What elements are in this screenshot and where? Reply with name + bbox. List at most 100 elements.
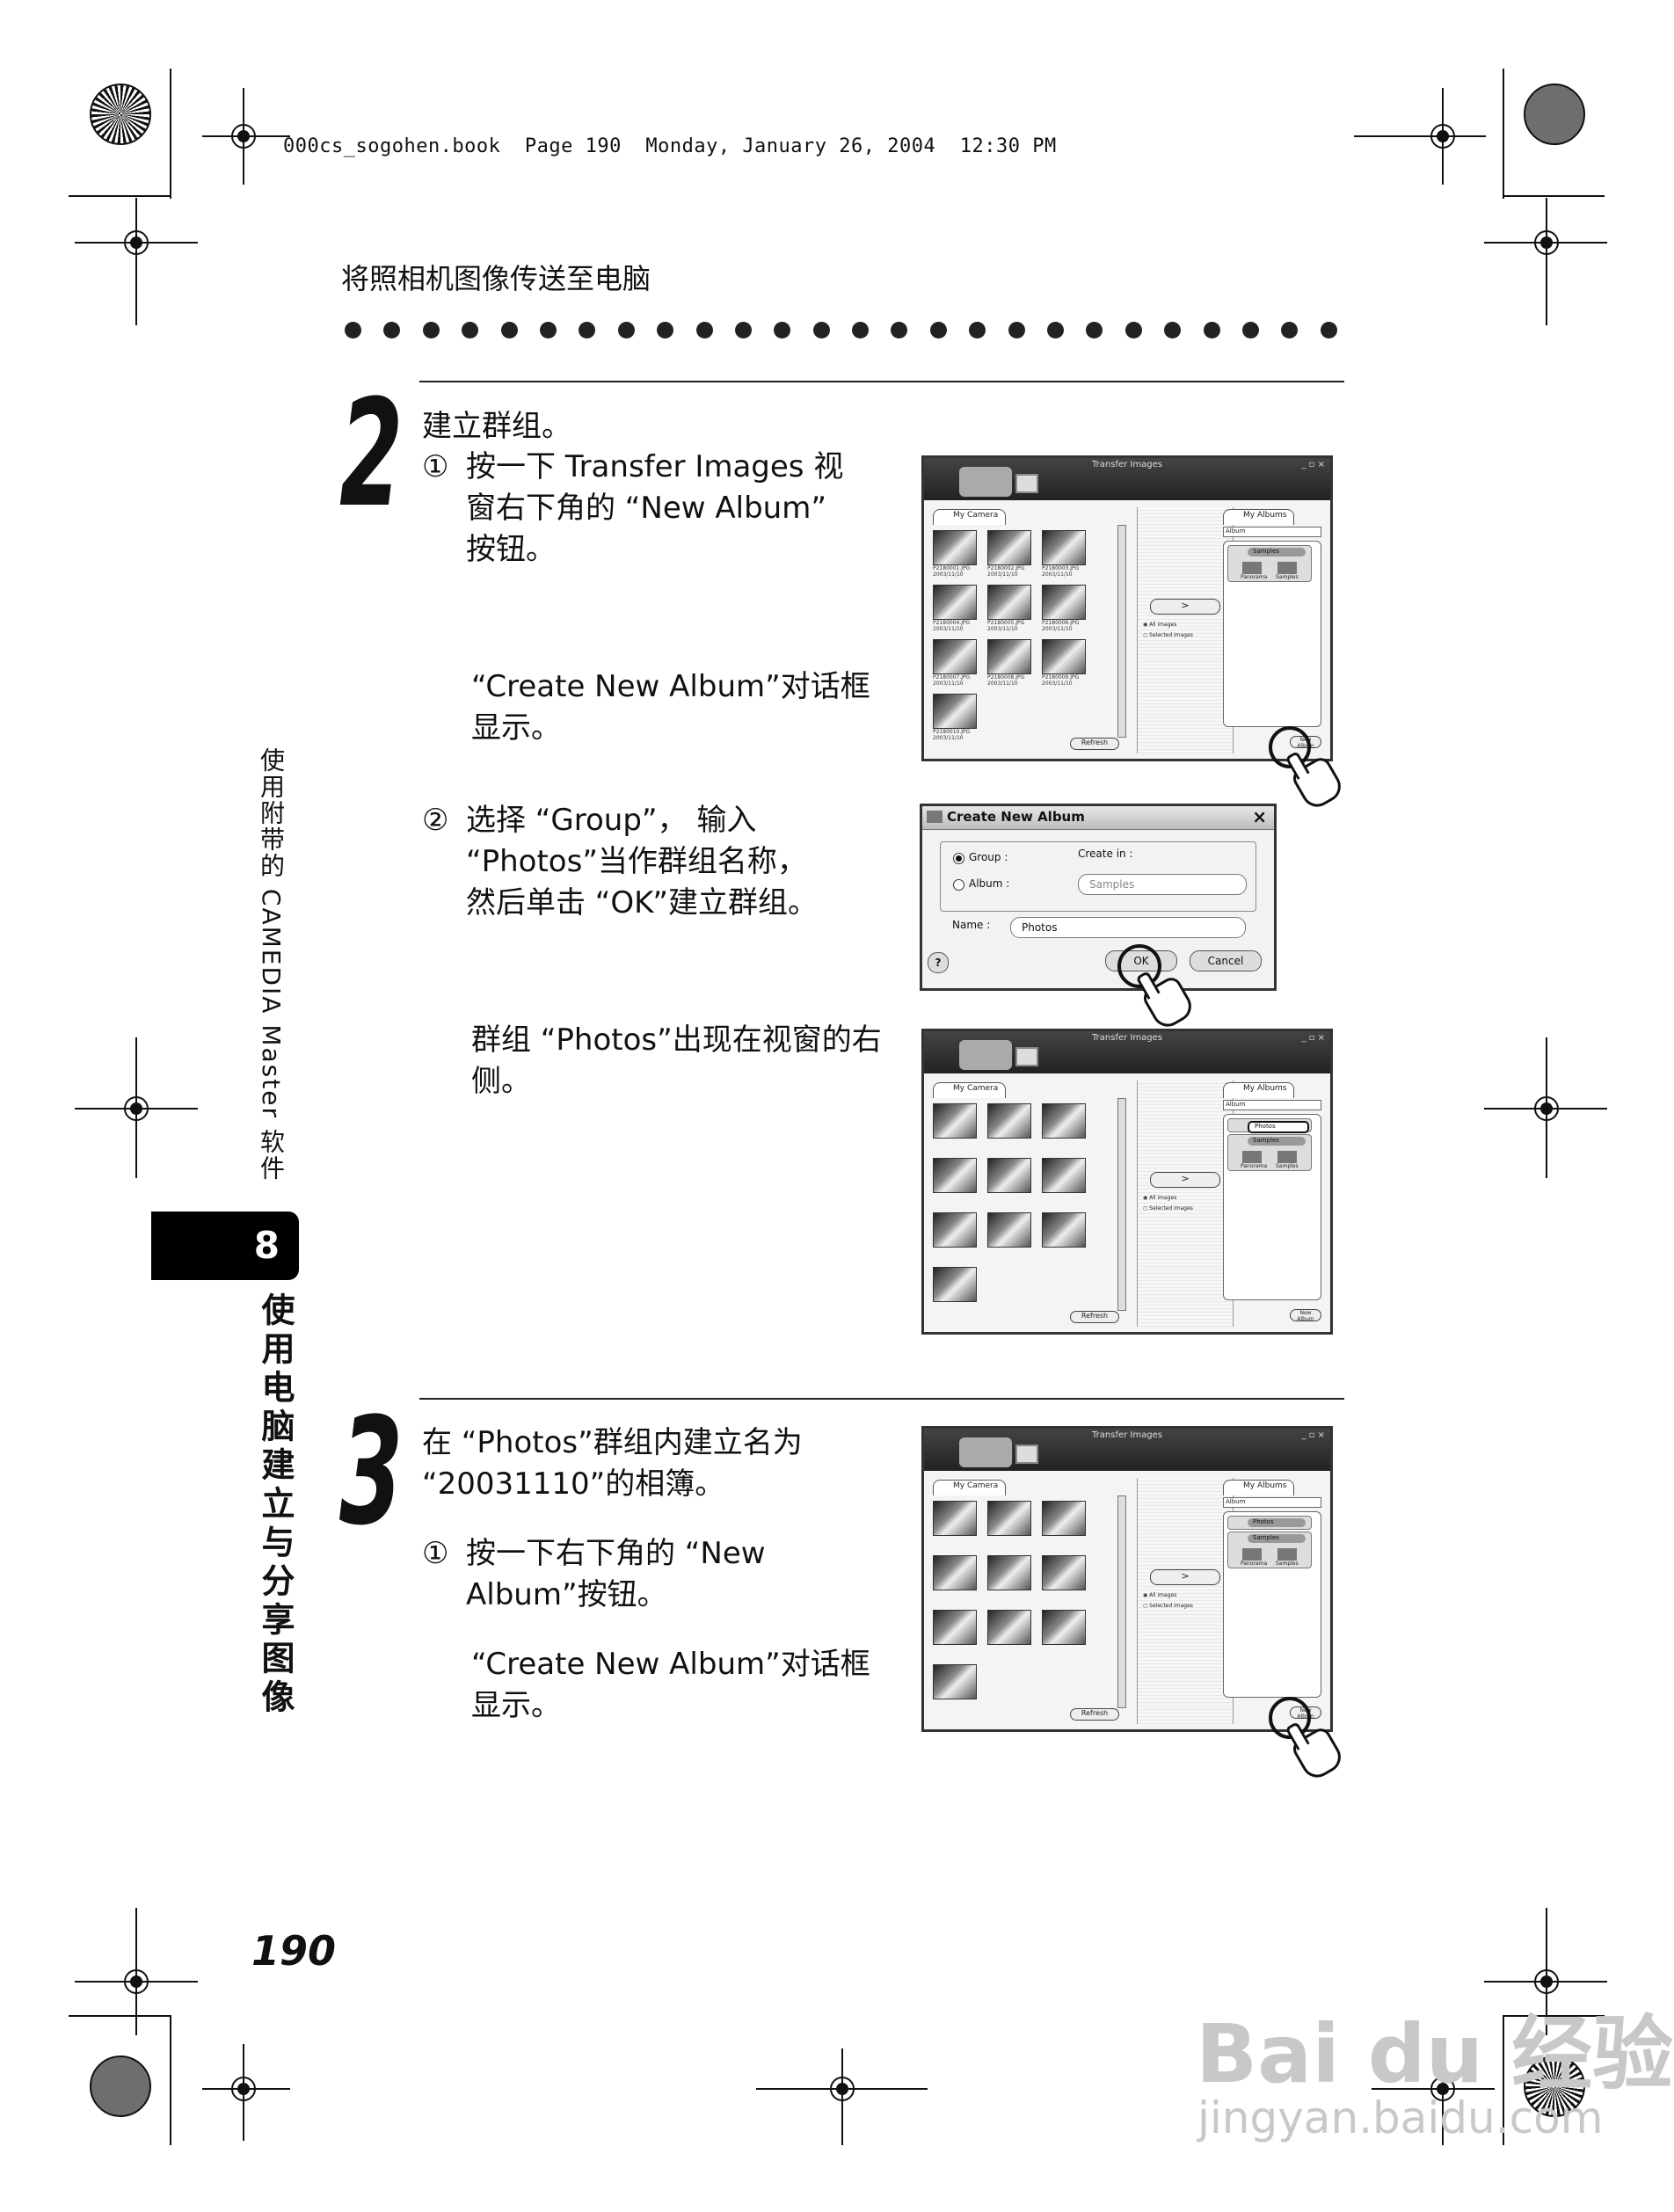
baidu-watermark-logo: Bai du 经验 — [1196, 2007, 1674, 2101]
camera-icon — [959, 1437, 1012, 1467]
crosshair-mark — [1531, 1093, 1562, 1124]
crop-mark — [1503, 2015, 1504, 2145]
my-camera-tab: My Camera — [933, 509, 1007, 525]
radio-all-images[interactable]: ◉ All images — [1143, 622, 1177, 628]
step-number: 2 — [339, 367, 404, 540]
step-title: 建立群组。 — [422, 409, 571, 444]
crosshair-line — [135, 198, 137, 325]
transfer-images-screenshot: Transfer Images_ ▫ × My Camera P2180001.… — [921, 455, 1333, 761]
refresh-button[interactable]: Refresh — [1070, 1708, 1119, 1721]
step-divider — [419, 381, 1344, 382]
scrollbar[interactable] — [1117, 1098, 1126, 1311]
page-number: 190 — [251, 1927, 337, 1975]
crosshair-mark — [120, 1966, 152, 1997]
baidu-watermark-url: jingyan.baidu.com — [1197, 2092, 1604, 2143]
chapter-number: 8 — [253, 1224, 280, 1267]
monitor-icon — [1015, 1047, 1038, 1066]
crosshair-line — [1354, 135, 1486, 137]
group-radio[interactable] — [953, 853, 964, 864]
album-radio[interactable] — [953, 879, 964, 891]
registration-sunburst-top-left — [90, 84, 151, 145]
crop-mark — [1503, 2015, 1605, 2017]
window-title: Transfer Images — [1092, 460, 1162, 469]
crop-mark — [1503, 195, 1605, 197]
crop-mark — [170, 69, 171, 199]
camera-icon — [959, 467, 1012, 497]
crop-mark — [69, 2015, 171, 2017]
print-header: 000cs_sogohen.book Page 190 Monday, Janu… — [283, 135, 1057, 157]
crosshair-mark — [1427, 120, 1459, 152]
registration-disc-top-right — [1524, 84, 1585, 145]
album-dropdown[interactable]: Album — [1223, 527, 1321, 537]
substep-line: 窗右下角的 “New Album” — [466, 491, 826, 526]
note-line: 侧。 — [471, 1064, 531, 1099]
cancel-button[interactable]: Cancel — [1190, 950, 1262, 971]
transfer-images-screenshot: Transfer Images_ ▫ × My Camera Refresh >… — [921, 1426, 1333, 1732]
substep-line: “Photos”当作群组名称， — [466, 844, 807, 879]
close-icon[interactable]: × — [1252, 806, 1267, 827]
crosshair-mark — [120, 227, 152, 258]
chapter-title: 使用电脑建立与分享图像 — [256, 1292, 295, 1718]
section-title: 将照相机图像传送至电脑 — [341, 262, 651, 295]
note-line: 显示。 — [471, 710, 561, 746]
window-controls: _ ▫ × — [1301, 460, 1325, 469]
refresh-button[interactable]: Refresh — [1070, 738, 1119, 750]
monitor-icon — [1015, 474, 1038, 493]
my-albums-tab: My Albums — [1223, 509, 1295, 525]
help-button[interactable]: ? — [928, 952, 949, 973]
crop-mark — [1503, 69, 1504, 199]
new-album-button[interactable]: New Album — [1290, 1309, 1321, 1322]
transfer-images-screenshot: Transfer Images_ ▫ × My Camera Refresh >… — [921, 1029, 1333, 1335]
create-new-album-dialog: Create New Album× Group : Album : Create… — [920, 804, 1277, 991]
camera-icon — [959, 1040, 1012, 1070]
step-number: 3 — [339, 1386, 404, 1558]
note-line: 显示。 — [471, 1688, 561, 1723]
substep-2: ② 选择 “Group”， 输入 “Photos”当作群组名称， 然后单击 “OK… — [422, 800, 818, 924]
result-note: 群组 “Photos”出现在视窗的右 侧。 — [471, 1020, 882, 1102]
album-icon — [927, 811, 943, 823]
transfer-arrow-button[interactable]: > — [1150, 1569, 1220, 1585]
substep-line: Album”按钮。 — [466, 1577, 667, 1612]
step-title-line: “20031110”的相簿。 — [422, 1466, 725, 1502]
crop-mark — [170, 2015, 171, 2145]
substep-line: 选择 “Group”， 输入 — [466, 803, 757, 838]
transfer-arrow-button[interactable]: > — [1150, 599, 1220, 615]
substep-line: 按钮。 — [466, 532, 556, 567]
step-title-line: 在 “Photos”群组内建立名为 — [422, 1425, 803, 1460]
crosshair-mark — [1531, 1966, 1562, 1997]
dotted-divider — [345, 322, 1359, 338]
substep-line: 然后单击 “OK”建立群组。 — [466, 885, 819, 920]
note-line: “Create New Album”对话框 — [471, 669, 870, 704]
crop-mark — [69, 195, 171, 197]
crosshair-mark — [1427, 2073, 1459, 2105]
create-in-label: Create in : — [1078, 848, 1133, 860]
create-in-select[interactable]: Samples — [1078, 874, 1247, 895]
album-label: Album : — [969, 877, 1010, 890]
refresh-button[interactable]: Refresh — [1070, 1311, 1119, 1323]
scrollbar[interactable] — [1117, 1495, 1126, 1708]
scrollbar[interactable] — [1117, 525, 1126, 738]
photos-group[interactable]: Photos — [1248, 1121, 1309, 1133]
crosshair-mark — [120, 1093, 152, 1124]
monitor-icon — [1015, 1444, 1038, 1464]
note-line: 群组 “Photos”出现在视窗的右 — [471, 1022, 882, 1058]
click-highlight — [1117, 944, 1161, 988]
crosshair-mark — [826, 2073, 858, 2105]
chapter-side-label: 使用附带的 CAMEDIA Master 软件 — [257, 747, 286, 1182]
crosshair-line — [1546, 198, 1547, 325]
substep-marker: ② — [422, 803, 449, 838]
transfer-arrow-button[interactable]: > — [1150, 1172, 1220, 1188]
pointing-hand-icon — [1289, 1724, 1347, 1784]
name-label: Name : — [952, 919, 991, 931]
substep-line: 按一下 Transfer Images 视 — [466, 449, 844, 484]
radio-selected-images[interactable]: ○ Selected images — [1143, 632, 1193, 638]
step-divider — [419, 1398, 1344, 1400]
crosshair-mark — [228, 2073, 259, 2105]
crosshair-mark — [1531, 227, 1562, 258]
substep-marker: ① — [422, 1536, 449, 1571]
registration-sunburst-bottom-right — [1524, 2056, 1585, 2117]
pointing-hand-icon — [1289, 753, 1347, 813]
name-field[interactable]: Photos — [1010, 917, 1246, 938]
